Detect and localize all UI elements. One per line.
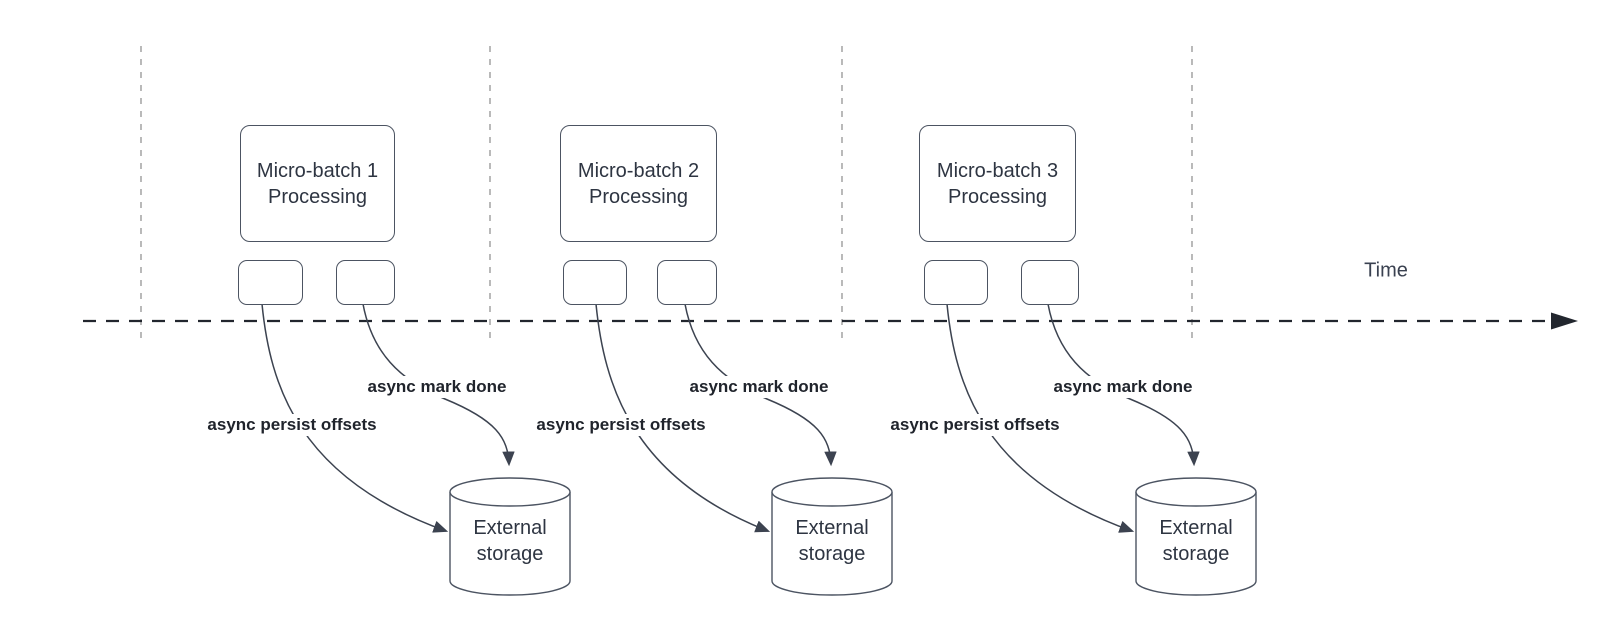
micro-batch-1-subtitle: Processing [268, 185, 367, 208]
external-storage-label-3: External storage [1159, 517, 1233, 565]
mark-done-task-box-2 [657, 260, 717, 305]
storage-cylinder-2 [771, 477, 893, 596]
mark-done-arrow-2 [684, 303, 831, 464]
micro-batch-2-subtitle: Processing [589, 185, 688, 208]
micro-batch-3-title: Micro-batch 3 [936, 159, 1059, 182]
mark-done-task-box-3 [1021, 260, 1079, 305]
persist-offsets-task-box-2 [563, 260, 627, 305]
mark-done-arrow-3 [1047, 303, 1194, 464]
micro-batch-2-processing-box: Micro-batch 2 Processing [560, 125, 717, 242]
cylinder-top [771, 477, 893, 507]
mark-done-label-1: async mark done [364, 376, 510, 398]
cylinder-body [771, 492, 893, 596]
external-storage-label-1: External storage [473, 517, 547, 565]
micro-batch-1-title: Micro-batch 1 [256, 159, 379, 182]
time-axis [83, 312, 1578, 330]
mark-done-task-box-1 [336, 260, 395, 305]
storage-cylinder-1 [449, 477, 571, 596]
persist-offsets-label-1: async persist offsets [204, 414, 380, 436]
cylinder-body [449, 492, 571, 596]
persist-offsets-label-2: async persist offsets [533, 414, 709, 436]
time-axis-arrowhead-icon [1551, 312, 1578, 330]
storage-cylinders [449, 477, 1257, 596]
cylinder-top [1135, 477, 1257, 507]
mark-done-arrow-1 [362, 303, 509, 464]
cylinder-body [1135, 492, 1257, 596]
micro-batch-2-title: Micro-batch 2 [577, 159, 700, 182]
cylinder-top [449, 477, 571, 507]
external-storage-label-2: External storage [795, 517, 869, 565]
persist-offsets-label-3: async persist offsets [887, 414, 1063, 436]
mark-done-label-3: async mark done [1050, 376, 1196, 398]
micro-batch-3-processing-box: Micro-batch 3 Processing [919, 125, 1076, 242]
time-axis-label: Time [1364, 259, 1408, 282]
persist-offsets-task-box-3 [924, 260, 988, 305]
storage-cylinder-3 [1135, 477, 1257, 596]
persist-offsets-task-box-1 [238, 260, 303, 305]
batch-boundary-guides [140, 46, 1193, 338]
micro-batch-1-processing-box: Micro-batch 1 Processing [240, 125, 395, 242]
micro-batch-3-subtitle: Processing [948, 185, 1047, 208]
mark-done-label-2: async mark done [686, 376, 832, 398]
